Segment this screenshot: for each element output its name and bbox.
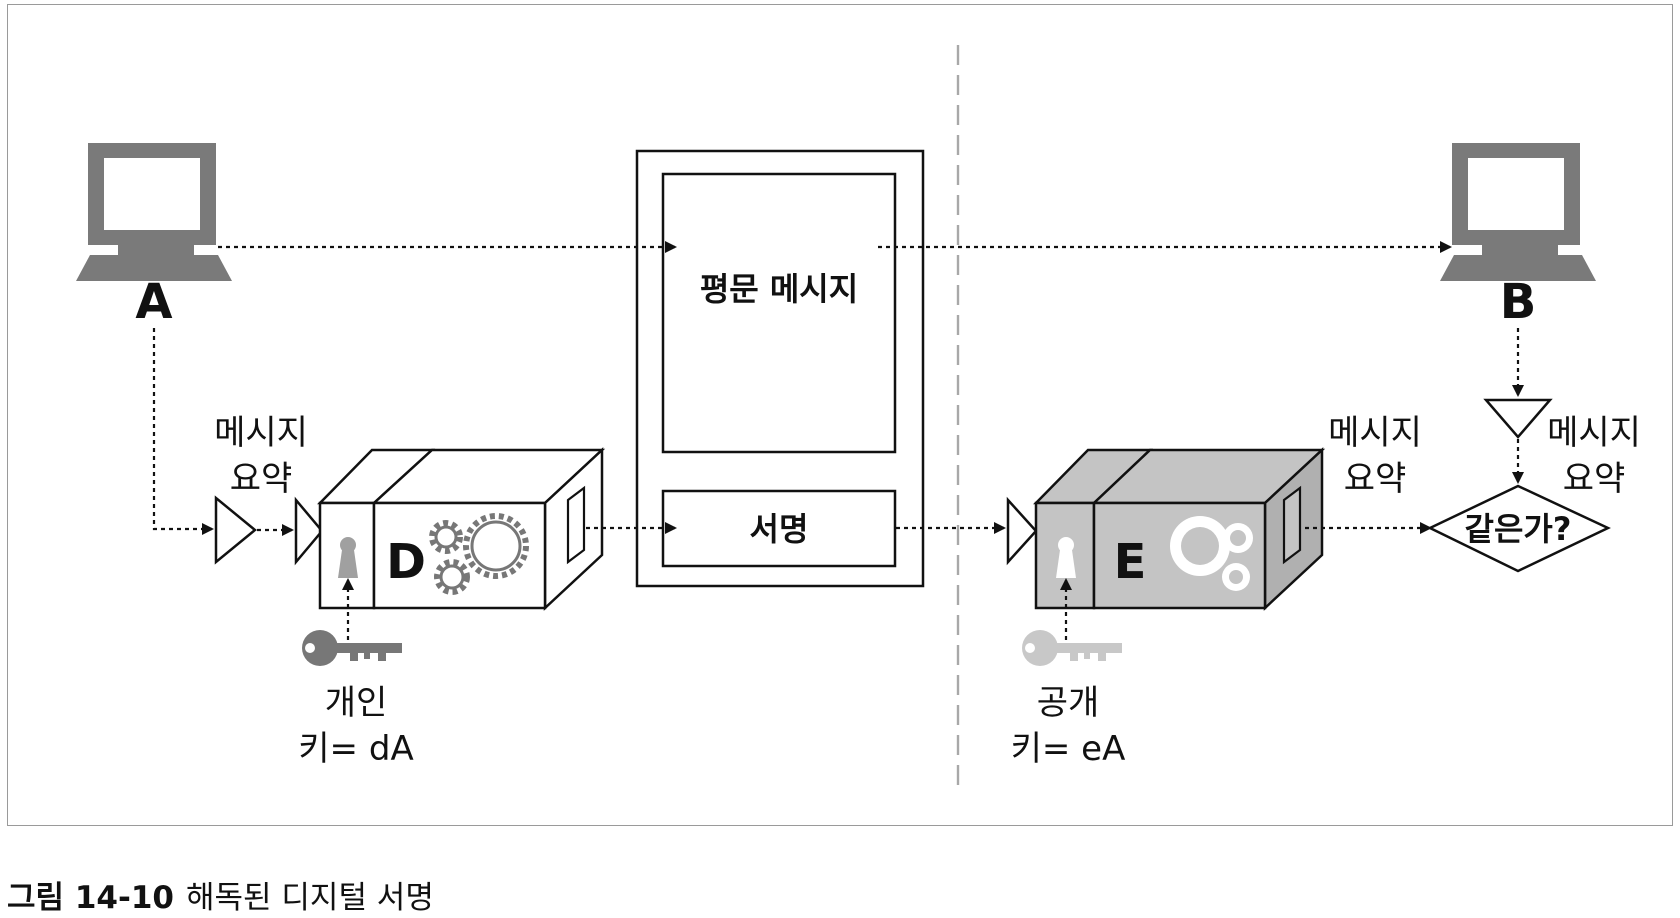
gears-icon-d (429, 513, 529, 595)
figure-number: 그림 14-10 (7, 880, 174, 916)
input-triangle-d (294, 496, 324, 566)
digest-triangle-left (214, 495, 257, 565)
digest-right-b-line2: 요약 (1563, 459, 1626, 499)
private-key-line2: 키= dA (298, 729, 413, 769)
public-key-line2: 키= eA (1011, 729, 1126, 769)
private-key-icon (302, 630, 402, 666)
figure-title: 해독된 디지털 서명 (185, 880, 434, 916)
public-key-icon (1022, 630, 1122, 666)
digest-right-box-line1: 메시지 (1328, 413, 1422, 453)
signed-message-document (635, 149, 925, 588)
digest-left-line2: 요약 (230, 459, 293, 499)
box-e-letter: E (1114, 534, 1147, 590)
compare-label: 같은가? (1465, 510, 1572, 548)
computer-b-label: B (1500, 274, 1537, 330)
digest-right-b-line1: 메시지 (1547, 413, 1641, 453)
private-key-line1: 개인 (325, 683, 388, 723)
digest-right-box-line2: 요약 (1344, 459, 1407, 499)
plaintext-message-label: 평문 메시지 (700, 270, 858, 308)
computer-a-icon (76, 143, 232, 281)
figure-caption: 그림 14-10 해독된 디지털 서명 (7, 872, 434, 917)
signature-label: 서명 (750, 510, 809, 548)
digest-left-line1: 메시지 (214, 413, 308, 453)
keyhole-icon (1056, 537, 1076, 578)
computer-a-label: A (135, 274, 172, 330)
box-d-letter: D (386, 534, 426, 590)
plaintext-box (661, 172, 897, 454)
keyhole-icon (338, 537, 358, 578)
computer-b-icon (1440, 143, 1596, 281)
public-key-line1: 공개 (1037, 683, 1100, 723)
signature-box (661, 489, 897, 568)
input-triangle-e (1006, 496, 1038, 566)
verify-box-e (1033, 447, 1326, 611)
compare-diamond (1427, 484, 1611, 573)
digest-triangle-b (1483, 398, 1553, 439)
flow-a-to-digest (152, 328, 214, 535)
